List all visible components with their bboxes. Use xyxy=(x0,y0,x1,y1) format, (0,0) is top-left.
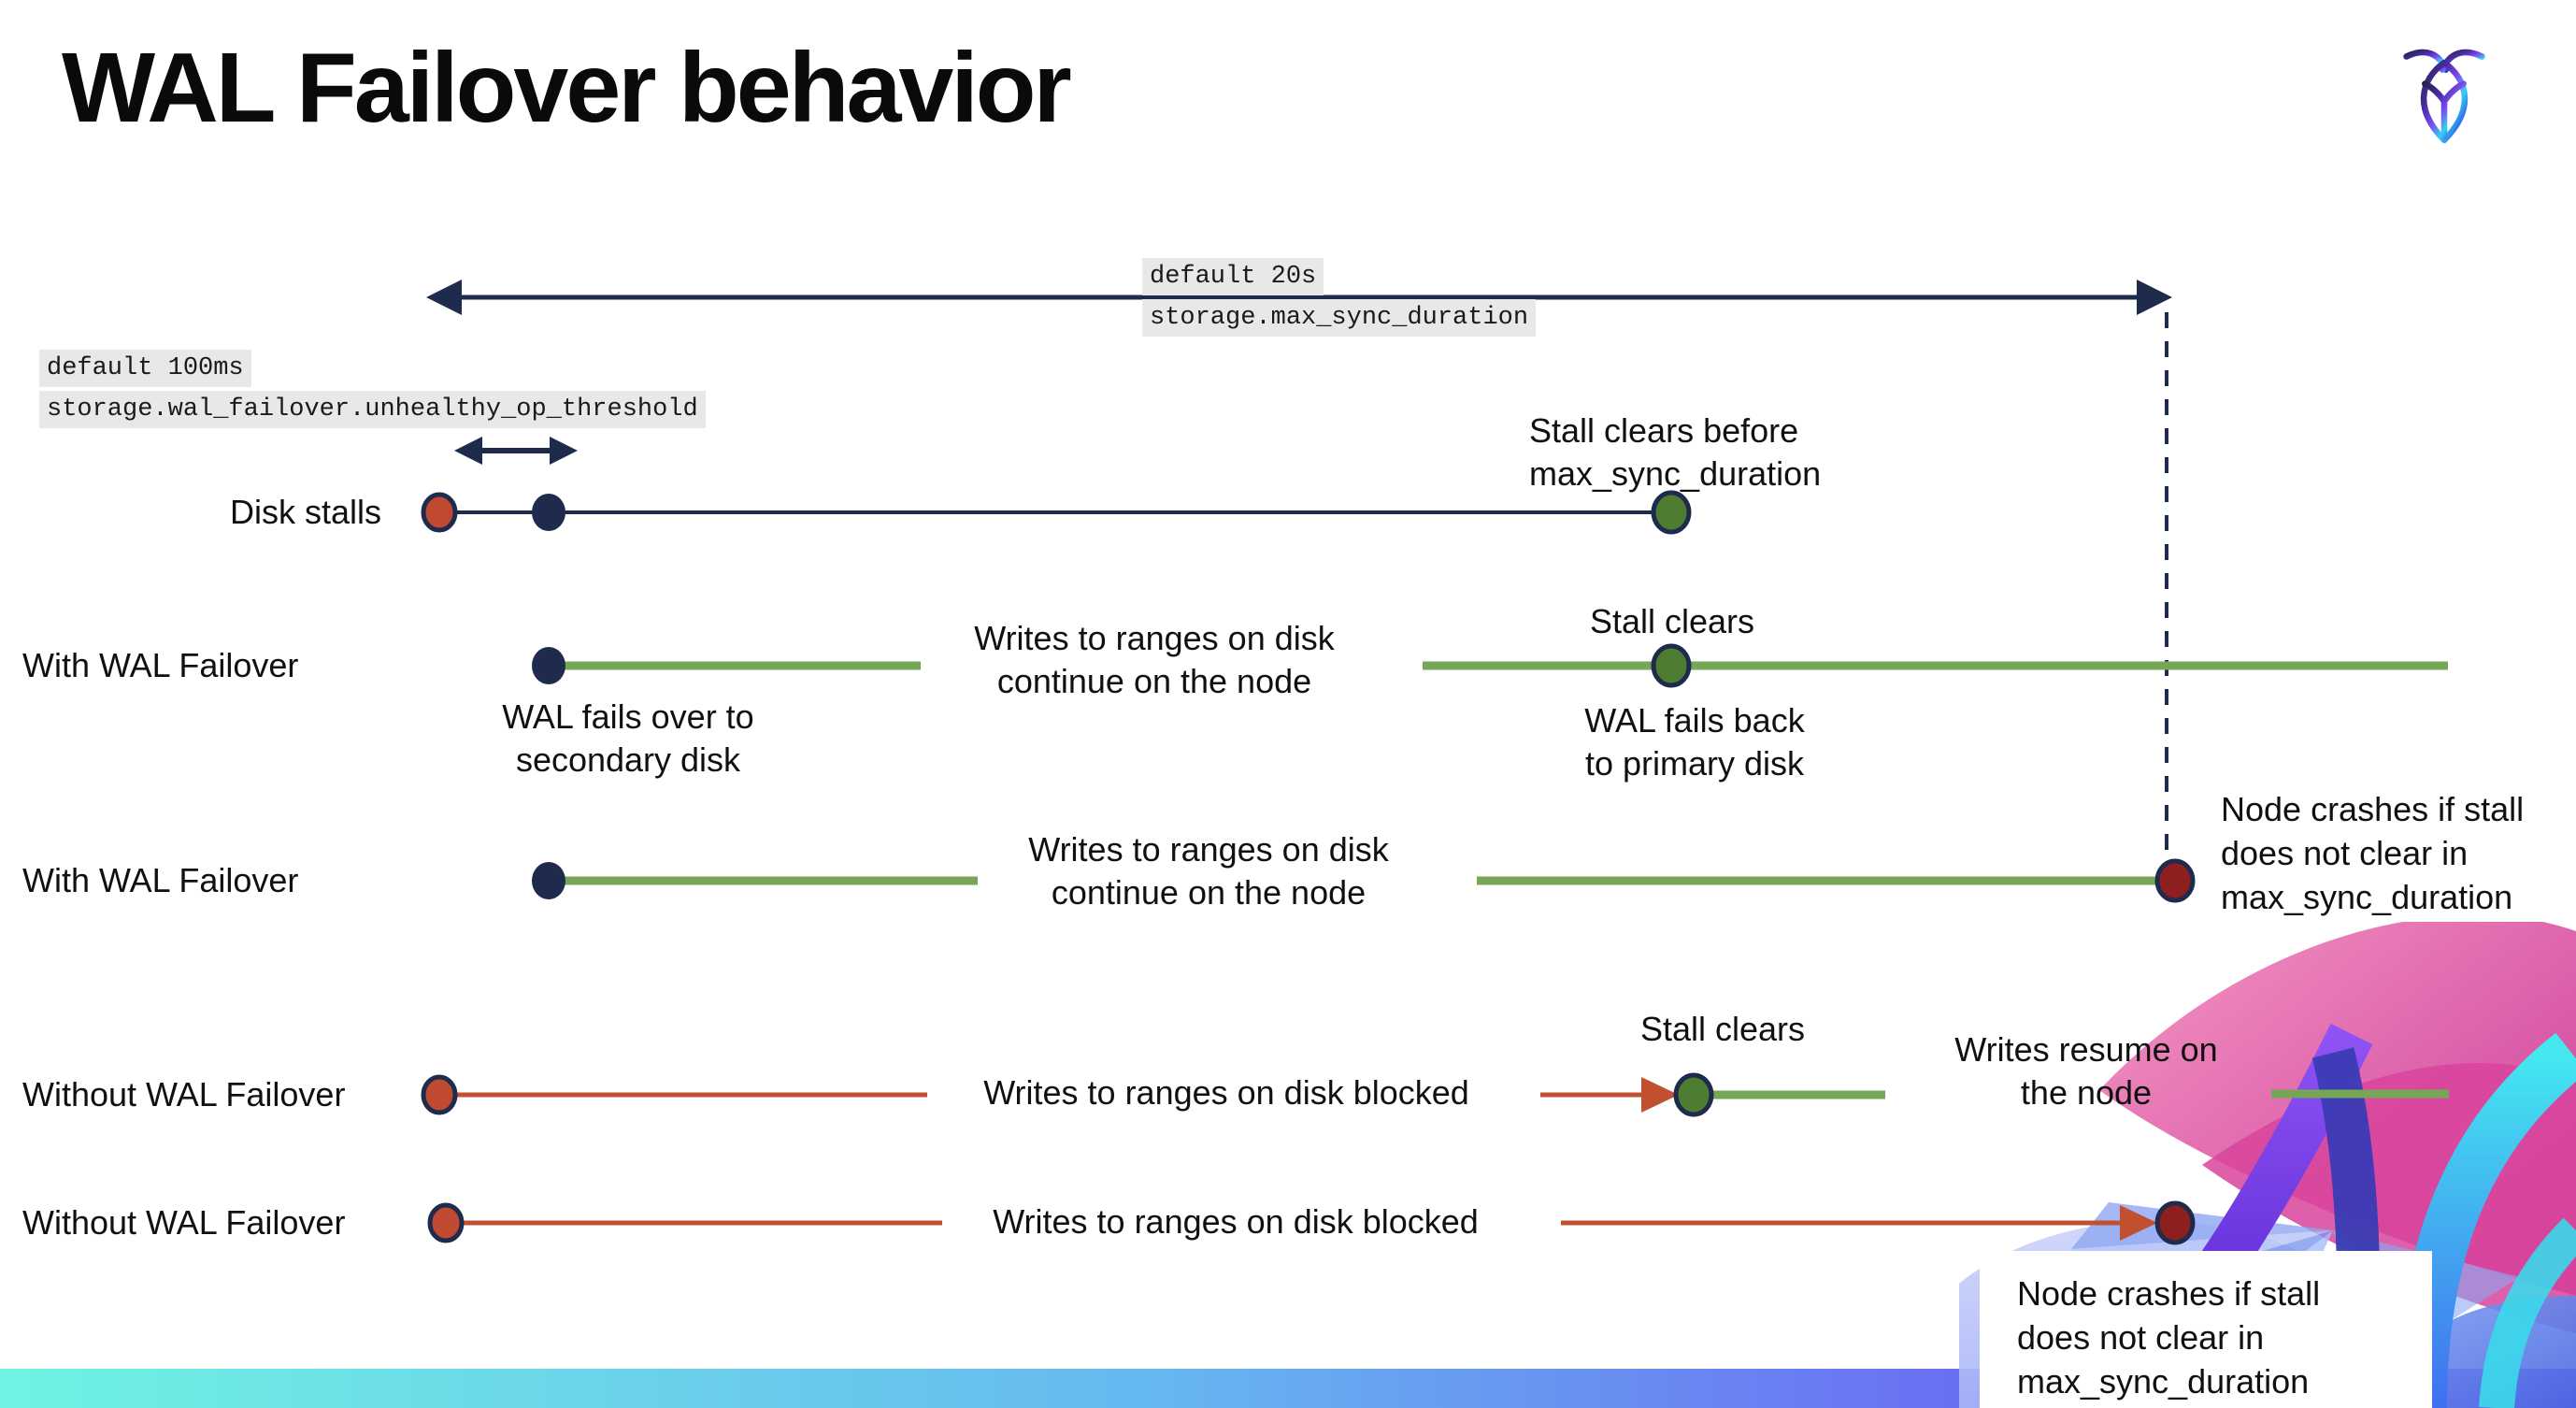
stall-start-dot xyxy=(421,1074,458,1115)
annotation-node-crashes: Node crashes if stall does not clear in … xyxy=(2221,790,2525,916)
threshold-default-label: default 100ms xyxy=(39,350,251,387)
annotation-node-crashes: Node crashes if stall does not clear in … xyxy=(2017,1274,2321,1401)
failover-trigger-dot xyxy=(532,494,565,531)
arrowhead-right-icon xyxy=(2137,280,2172,315)
failover-trigger-dot xyxy=(532,862,565,899)
row-label-with-wal-failover: With WAL Failover xyxy=(22,861,299,899)
page-title: WAL Failover behavior xyxy=(62,33,1072,143)
max-sync-default-label: default 20s xyxy=(1142,258,1324,295)
annotation-writes-continue: Writes to ranges on disk continue on the… xyxy=(1028,830,1389,912)
annotation-writes-blocked: Writes to ranges on disk blocked xyxy=(983,1073,1469,1112)
code-chip: default 20s xyxy=(1142,258,1324,295)
annotation-wal-fails-back: WAL fails back to primary disk xyxy=(1584,701,1805,783)
logo-body xyxy=(2420,59,2469,144)
stall-clear-dot xyxy=(1651,643,1692,688)
threshold-setting-label: storage.wal_failover.unhealthy_op_thresh… xyxy=(39,391,706,428)
annotation-stall-clears: Stall clears xyxy=(1639,1010,1806,1048)
red-arrowhead-icon xyxy=(1641,1077,1679,1113)
arrowhead-left-icon xyxy=(454,437,482,465)
stall-start-dot xyxy=(427,1202,465,1243)
arrowhead-right-icon xyxy=(550,437,578,465)
max-sync-setting-label: storage.max_sync_duration xyxy=(1142,299,1537,337)
failover-trigger-dot xyxy=(532,647,565,684)
red-arrowhead-icon xyxy=(2120,1205,2157,1241)
row-label-disk-stalls: Disk stalls xyxy=(230,493,382,531)
node-crash-dot xyxy=(2154,1200,2196,1245)
annotation-stall-clears-before: Stall clears before max_sync_duration xyxy=(1529,411,1822,493)
node-crashes-callout-box: Node crashes if stall does not clear in … xyxy=(1980,1251,2432,1408)
annotation-writes-continue: Writes to ranges on disk continue on the… xyxy=(974,619,1335,700)
code-chip: storage.wal_failover.unhealthy_op_thresh… xyxy=(39,391,706,428)
stall-clear-dot xyxy=(1651,490,1692,535)
annotation-writes-resume: Writes resume on the node xyxy=(1954,1030,2218,1112)
annotation-wal-fails-over: WAL fails over to secondary disk xyxy=(502,697,754,779)
node-crash-dot xyxy=(2154,858,2196,903)
art-band-cyan-small xyxy=(2479,1217,2576,1408)
annotation-writes-blocked: Writes to ranges on disk blocked xyxy=(993,1202,1479,1241)
cockroachdb-logo-icon xyxy=(2403,49,2485,144)
stall-clear-dot xyxy=(1673,1072,1714,1117)
code-chip: storage.max_sync_duration xyxy=(1142,299,1537,337)
annotation-stall-clears: Stall clears xyxy=(1589,602,1755,640)
row-label-without-wal-failover: Without WAL Failover xyxy=(22,1203,346,1242)
row-label-with-wal-failover: With WAL Failover xyxy=(22,646,299,684)
row-label-without-wal-failover: Without WAL Failover xyxy=(22,1075,346,1113)
logo-wing-split xyxy=(2422,80,2467,140)
code-chip: default 100ms xyxy=(39,350,251,387)
arrowhead-left-icon xyxy=(426,280,462,315)
stall-start-dot xyxy=(421,492,458,533)
